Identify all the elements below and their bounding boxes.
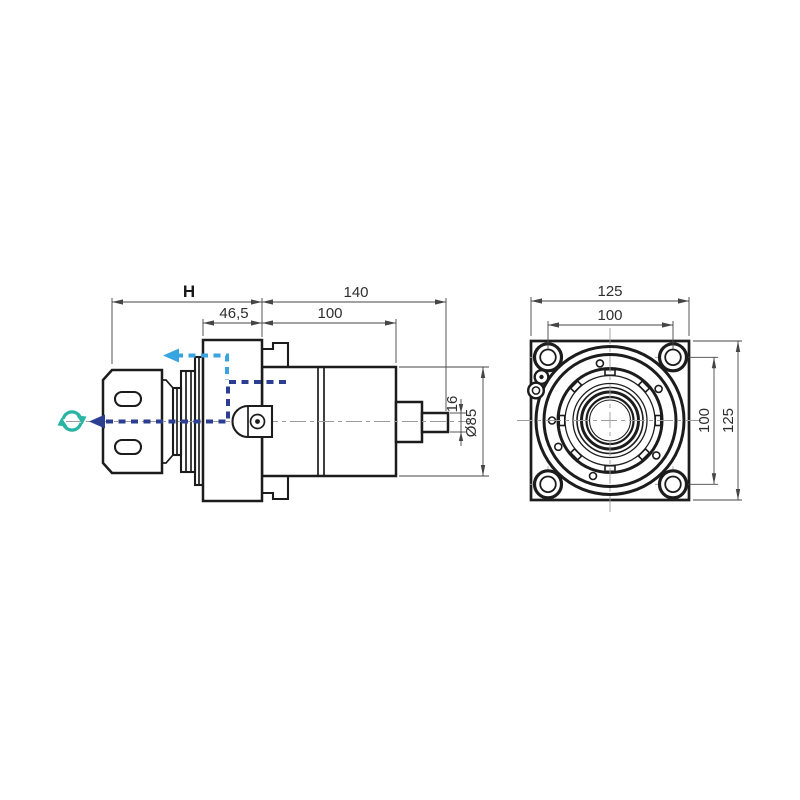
bolt-hole [532, 469, 564, 500]
dimension-85: Ø85 [399, 366, 489, 477]
bolt-hole [657, 469, 689, 500]
dim-h-label: H [183, 282, 195, 301]
bolt-hole [532, 342, 564, 373]
dimension-bolt-spacing-vertical: 100 [688, 356, 718, 485]
lubrication-ports [527, 369, 550, 400]
dimension-16: 16 [444, 396, 466, 446]
rotation-icon [57, 410, 87, 432]
dim-46-5-label: 46,5 [219, 305, 248, 322]
nut-spanner-slot [113, 390, 143, 408]
coolant-path-internal [89, 380, 288, 429]
dim-100-top-label: 100 [597, 307, 622, 324]
front-view: 125 100 100 125 [517, 283, 742, 513]
output-shaft [420, 411, 450, 434]
nose-taper [162, 379, 174, 464]
coolant-path-external [163, 348, 229, 380]
dimension-front-height: 125 [693, 340, 742, 501]
dim-125-top-label: 125 [597, 283, 622, 300]
external-coolant-arrow-icon [163, 348, 179, 363]
dim-16-label: 16 [444, 396, 461, 413]
dim-85-label: Ø85 [463, 409, 480, 437]
clamp-screw-boss [231, 404, 274, 439]
nut-spanner-slot [113, 438, 143, 456]
mounting-tab-bottom [260, 474, 290, 501]
dimension-bolt-spacing-horizontal: 100 [547, 307, 674, 349]
retainer-screws [547, 359, 663, 481]
dimension-front-width: 125 [530, 283, 690, 336]
internal-coolant-arrow-icon [89, 414, 105, 429]
mounting-tab-top [260, 341, 290, 369]
external-coolant-line [176, 353, 229, 380]
dim-100-right-label: 100 [696, 408, 713, 433]
internal-coolant-line [106, 380, 288, 424]
clamp-screw-center [255, 419, 260, 424]
crosshair-center-lines [517, 328, 703, 513]
dim-125-right-label: 125 [720, 408, 737, 433]
side-view: H 140 46,5 100 16 [57, 282, 489, 503]
boss-outline [231, 404, 274, 439]
dimension-h-140: H 140 [111, 282, 447, 411]
clamp-screw [249, 413, 266, 430]
shaft-step [394, 400, 424, 444]
dimension-46_5-100: 46,5 100 [202, 305, 397, 363]
dim-100-side-label: 100 [317, 305, 342, 322]
dim-140-label: 140 [343, 284, 368, 301]
